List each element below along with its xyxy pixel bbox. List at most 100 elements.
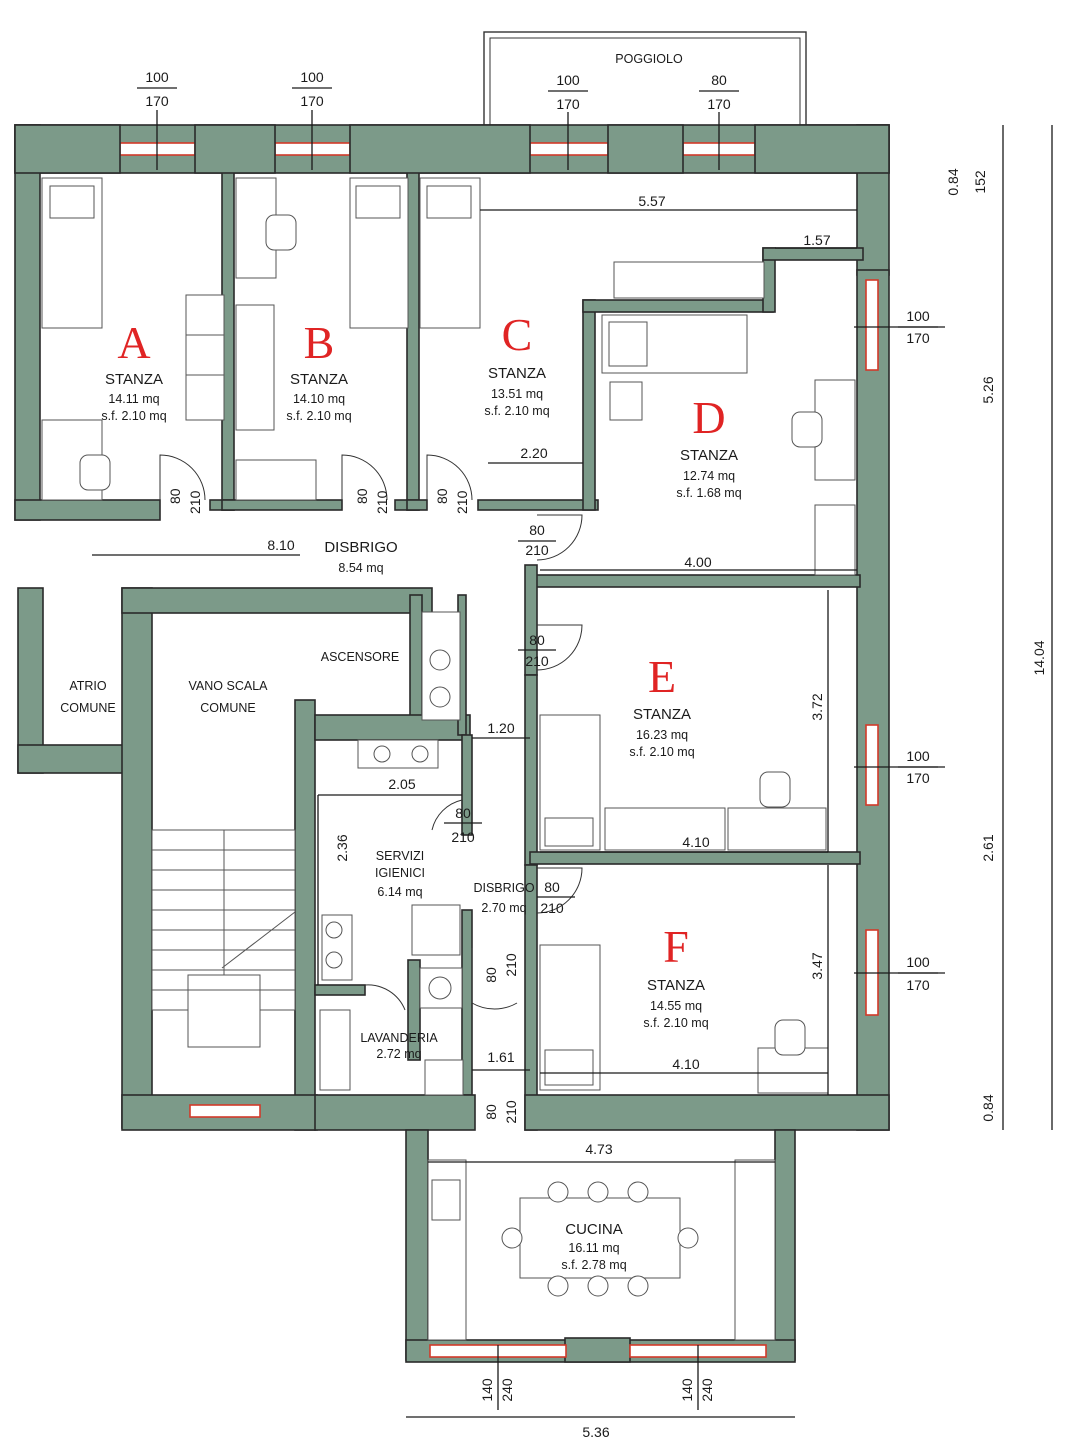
cucina-name: CUCINA xyxy=(565,1221,623,1238)
dim-lavanderia-width: 1.61 xyxy=(487,1049,514,1065)
cucina-area: 16.11 mq xyxy=(568,1241,619,1255)
dim-f-width: 4.10 xyxy=(672,1056,699,1072)
dim-disbrigo-length: 8.10 xyxy=(267,537,294,553)
dim-bottom-total: 5.36 xyxy=(582,1424,609,1440)
disbrigo-name: DISBRIGO xyxy=(324,539,397,556)
window-6-width: 100 xyxy=(906,748,930,764)
door-f-width: 80 xyxy=(544,879,560,895)
room-d-area: 12.74 mq xyxy=(683,469,735,483)
poggiolo-label: POGGIOLO xyxy=(615,52,683,66)
dim-servizi-height: 2.36 xyxy=(334,834,350,861)
room-f-area: 14.55 mq xyxy=(650,999,702,1013)
door-servizi-width: 80 xyxy=(455,805,471,821)
room-d-sf: s.f. 1.68 mq xyxy=(676,486,741,500)
room-b-name: STANZA xyxy=(290,371,348,388)
room-a: A STANZA 14.11 mq s.f. 2.10 mq xyxy=(101,317,166,423)
windows xyxy=(14,124,890,1358)
window-5-height: 170 xyxy=(906,330,930,346)
poggiolo-balcony xyxy=(483,31,807,129)
window-9-height: 240 xyxy=(699,1378,715,1402)
disbrigo2-name: DISBRIGO xyxy=(473,881,534,895)
room-a-name: STANZA xyxy=(105,371,163,388)
vano-scala-line1: VANO SCALA xyxy=(189,679,269,693)
ascensore-label: ASCENSORE xyxy=(321,650,400,664)
room-servizi: SERVIZI IGIENICI 6.14 mq xyxy=(375,849,425,899)
room-letter-f: F xyxy=(663,921,689,972)
dim-servizi-width: 2.05 xyxy=(388,776,415,792)
room-e-name: STANZA xyxy=(633,706,691,723)
room-lavanderia: LAVANDERIA 2.72 mq xyxy=(360,1031,438,1061)
door-lav-height: 210 xyxy=(503,953,519,977)
lavanderia-area: 2.72 mq xyxy=(376,1047,421,1061)
dim-e-width: 4.10 xyxy=(682,834,709,850)
window-7-width: 100 xyxy=(906,954,930,970)
servizi-area: 6.14 mq xyxy=(377,885,422,899)
room-f-name: STANZA xyxy=(647,977,705,994)
door-d-width: 80 xyxy=(529,522,545,538)
room-letter-e: E xyxy=(648,651,676,702)
room-a-sf: s.f. 2.10 mq xyxy=(101,409,166,423)
dim-right-084-top: 0.84 xyxy=(945,168,961,195)
window-1-width: 100 xyxy=(145,69,169,85)
room-c: C STANZA 13.51 mq s.f. 2.10 mq xyxy=(484,309,549,418)
door-b-height: 210 xyxy=(374,490,390,514)
window-3-height: 170 xyxy=(556,96,580,112)
room-c-name: STANZA xyxy=(488,365,546,382)
window-6-height: 170 xyxy=(906,770,930,786)
servizi-line1: SERVIZI xyxy=(376,849,424,863)
door-e-height: 210 xyxy=(525,653,549,669)
room-cucina: CUCINA 16.11 mq s.f. 2.78 mq xyxy=(561,1221,626,1272)
window-8-height: 240 xyxy=(499,1378,515,1402)
room-c-sf: s.f. 2.10 mq xyxy=(484,404,549,418)
room-letter-a: A xyxy=(117,317,150,368)
dim-f-height: 3.47 xyxy=(809,952,825,979)
room-disbrigo-2: DISBRIGO 2.70 mq xyxy=(473,881,534,915)
dim-d-width: 4.00 xyxy=(684,554,711,570)
door-labels: 80 210 80 210 80 210 80 210 80 210 80 21… xyxy=(167,488,564,1123)
dimension-lines xyxy=(92,87,1053,1418)
window-8-width: 140 xyxy=(479,1378,495,1402)
room-a-area: 14.11 mq xyxy=(108,392,159,406)
vano-scala-line2: COMUNE xyxy=(200,701,256,715)
dim-right-526: 5.26 xyxy=(980,376,996,403)
dimension-labels: 5.57 1.57 2.20 8.10 4.00 1.20 2.05 2.36 … xyxy=(267,168,1047,1440)
window-4-height: 170 xyxy=(707,96,731,112)
window-5-width: 100 xyxy=(906,308,930,324)
dim-corridor: 1.20 xyxy=(487,720,514,736)
room-letter-d: D xyxy=(692,392,725,443)
stairs xyxy=(151,829,296,1048)
window-7-height: 170 xyxy=(906,977,930,993)
dim-right-152: 152 xyxy=(972,170,988,194)
room-f: F STANZA 14.55 mq s.f. 2.10 mq xyxy=(643,921,708,1030)
servizi-line2: IGIENICI xyxy=(375,866,425,880)
window-3-width: 100 xyxy=(556,72,580,88)
furniture xyxy=(41,177,856,1341)
room-d: D STANZA 12.74 mq s.f. 1.68 mq xyxy=(676,392,741,500)
window-4-width: 80 xyxy=(711,72,727,88)
disbrigo-area: 8.54 mq xyxy=(338,561,383,575)
door-lav-width: 80 xyxy=(483,967,499,983)
window-2-width: 100 xyxy=(300,69,324,85)
dim-right-261: 2.61 xyxy=(980,834,996,861)
lavanderia-name: LAVANDERIA xyxy=(360,1031,438,1045)
door-a-width: 80 xyxy=(167,488,183,504)
window-2-height: 170 xyxy=(300,93,324,109)
room-b-sf: s.f. 2.10 mq xyxy=(286,409,351,423)
room-d-name: STANZA xyxy=(680,447,738,464)
room-e-area: 16.23 mq xyxy=(636,728,688,742)
door-swings xyxy=(159,454,583,1011)
dim-e-height: 3.72 xyxy=(809,693,825,720)
room-c-area: 13.51 mq xyxy=(491,387,543,401)
room-letter-b: B xyxy=(304,317,335,368)
dim-cucina-width: 4.73 xyxy=(585,1141,612,1157)
room-e: E STANZA 16.23 mq s.f. 2.10 mq xyxy=(629,651,694,759)
disbrigo2-area: 2.70 mq xyxy=(481,901,526,915)
door-c-height: 210 xyxy=(454,490,470,514)
dim-c-bottom: 2.20 xyxy=(520,445,547,461)
atrio-line1: ATRIO xyxy=(69,679,107,693)
door-c-width: 80 xyxy=(434,488,450,504)
window-labels: 100 170 100 170 100 170 80 170 100 170 1… xyxy=(145,69,930,1402)
room-disbrigo: DISBRIGO 8.54 mq xyxy=(324,539,397,575)
door-servizi-height: 210 xyxy=(451,829,475,845)
